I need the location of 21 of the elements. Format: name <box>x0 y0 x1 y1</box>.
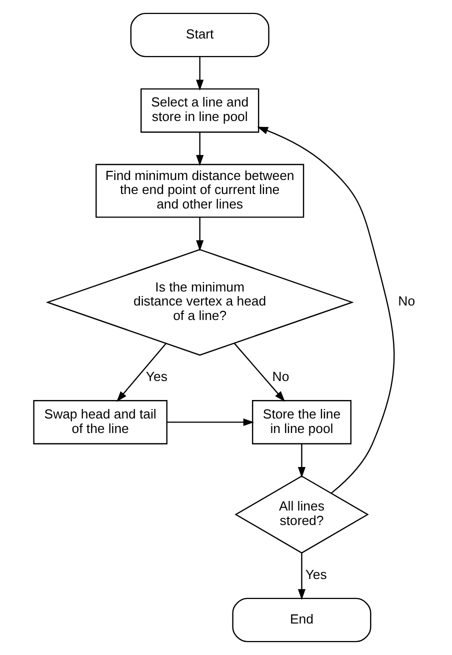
node-box: Start <box>130 12 269 58</box>
node-box: End <box>232 598 371 642</box>
edge-label: No <box>272 369 289 384</box>
edge-label: Yes <box>304 567 326 582</box>
arrow <box>297 552 305 600</box>
node-box: Select a line and store in line pool <box>140 88 259 133</box>
arrow <box>233 342 285 402</box>
arrow <box>297 444 305 478</box>
arrow <box>256 126 394 494</box>
arrow <box>166 418 254 426</box>
node-diamond: Is the minimum distance vertex a head of a line? <box>45 248 354 356</box>
edge-label: Yes <box>145 369 167 384</box>
arrow <box>196 56 204 91</box>
node-box: Store the line in line pool <box>251 400 351 444</box>
node-box: Find minimum distance between the end point of current line and other lines <box>95 164 304 218</box>
arrow <box>196 217 204 252</box>
node-box: Swap head and tail of the line <box>32 400 167 444</box>
arrow <box>196 132 204 166</box>
arrow <box>116 343 166 402</box>
node-diamond: All lines stored? <box>234 475 368 554</box>
edge-label: No <box>398 294 415 309</box>
